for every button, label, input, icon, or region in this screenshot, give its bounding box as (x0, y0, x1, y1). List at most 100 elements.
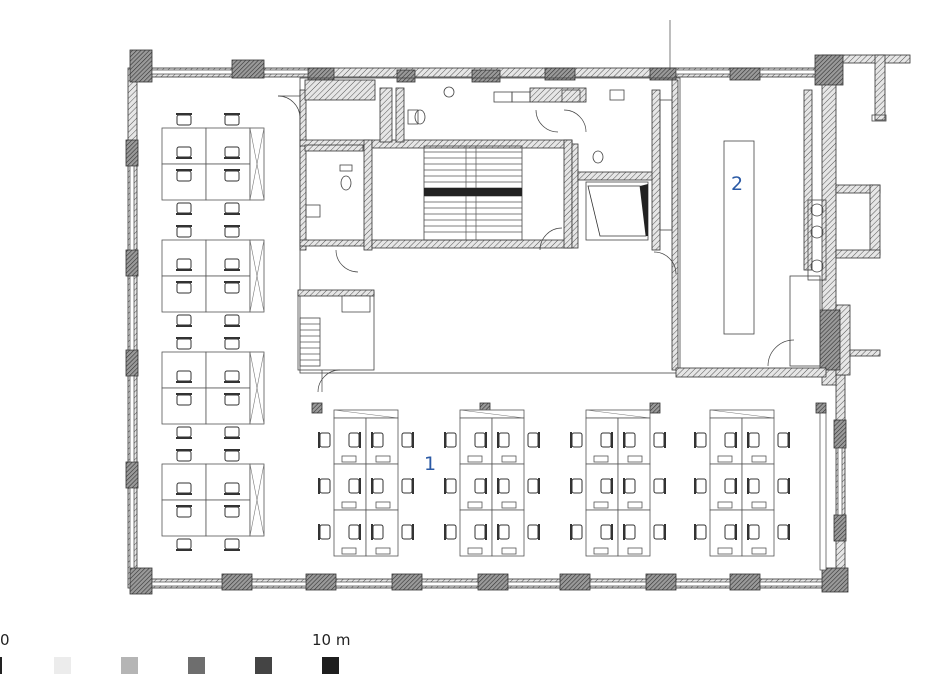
office-chair (570, 432, 583, 448)
office-chair (224, 426, 240, 439)
office-chair (224, 337, 240, 350)
scale-swatches (0, 657, 339, 674)
office-chair (224, 505, 240, 518)
office-chair (224, 146, 240, 159)
office-chair (176, 314, 192, 327)
scale-swatch (188, 657, 205, 674)
office-chair (694, 524, 707, 540)
office-chair (176, 337, 192, 350)
scale-swatch (54, 657, 71, 674)
office-chair (176, 449, 192, 462)
room-label-2: 2 (731, 173, 743, 195)
office-chair (527, 432, 540, 448)
office-chair (527, 478, 540, 494)
office-chair (401, 524, 414, 540)
office-chair (176, 169, 192, 182)
office-chair (444, 524, 457, 540)
scale-swatch (255, 657, 272, 674)
office-chair (497, 478, 510, 494)
office-chair (371, 478, 384, 494)
scale-swatch (121, 657, 138, 674)
office-chair (570, 478, 583, 494)
office-chair (176, 258, 192, 271)
office-chair (444, 432, 457, 448)
office-chair (224, 449, 240, 462)
office-chair (401, 432, 414, 448)
office-chair (444, 478, 457, 494)
scale-tick (0, 657, 2, 674)
office-chair (224, 393, 240, 406)
office-chair (623, 478, 636, 494)
office-chair (224, 202, 240, 215)
wall-piers (125, 49, 849, 595)
office-chair (653, 524, 666, 540)
office-chair (176, 113, 192, 126)
office-chair (224, 225, 240, 238)
office-chair (176, 505, 192, 518)
office-chair (176, 146, 192, 159)
office-chair (474, 478, 487, 494)
office-chair (176, 426, 192, 439)
scale-start-label: 0 (0, 631, 10, 649)
office-chair (600, 524, 613, 540)
office-chair (348, 524, 361, 540)
office-chair (224, 482, 240, 495)
office-chair (176, 482, 192, 495)
office-chair (348, 432, 361, 448)
office-chair (318, 432, 331, 448)
doors (277, 20, 795, 393)
office-chair (527, 524, 540, 540)
office-chair (224, 113, 240, 126)
scale-bar: 0 10 m (0, 631, 350, 674)
office-chair (497, 524, 510, 540)
sanitary-fixtures (305, 86, 827, 281)
scale-swatch (322, 657, 339, 674)
office-chair (176, 202, 192, 215)
office-chair (747, 432, 760, 448)
office-chair (224, 370, 240, 383)
columns (311, 402, 827, 414)
office-chair (318, 524, 331, 540)
office-chair (224, 281, 240, 294)
office-chair (694, 478, 707, 494)
windows (129, 69, 843, 587)
office-chair (224, 538, 240, 551)
office-chair (176, 281, 192, 294)
office-chair (474, 432, 487, 448)
office-chair (176, 538, 192, 551)
office-chair (176, 370, 192, 383)
office-chair (653, 478, 666, 494)
room-label-1: 1 (424, 453, 436, 475)
office-chair (318, 478, 331, 494)
office-chair (653, 432, 666, 448)
building-core (297, 77, 827, 378)
office-chair (623, 524, 636, 540)
office-chair (570, 524, 583, 540)
office-chair (777, 432, 790, 448)
office-chair (600, 478, 613, 494)
office-chair (777, 478, 790, 494)
office-chair (371, 432, 384, 448)
office-chair (224, 169, 240, 182)
office-chair (497, 432, 510, 448)
office-chair (694, 432, 707, 448)
office-chair (724, 524, 737, 540)
office-chair (724, 432, 737, 448)
office-chair (371, 524, 384, 540)
office-chair (747, 478, 760, 494)
office-chair (747, 524, 760, 540)
office-chair (474, 524, 487, 540)
workstations (161, 113, 790, 557)
scale-end-label: 10 m (312, 631, 350, 649)
office-chair (348, 478, 361, 494)
office-chair (224, 314, 240, 327)
office-chair (623, 432, 636, 448)
desk (205, 163, 251, 201)
office-chair (401, 478, 414, 494)
office-chair (724, 478, 737, 494)
office-chair (777, 524, 790, 540)
office-chair (224, 258, 240, 271)
office-chair (176, 393, 192, 406)
office-chair (176, 225, 192, 238)
